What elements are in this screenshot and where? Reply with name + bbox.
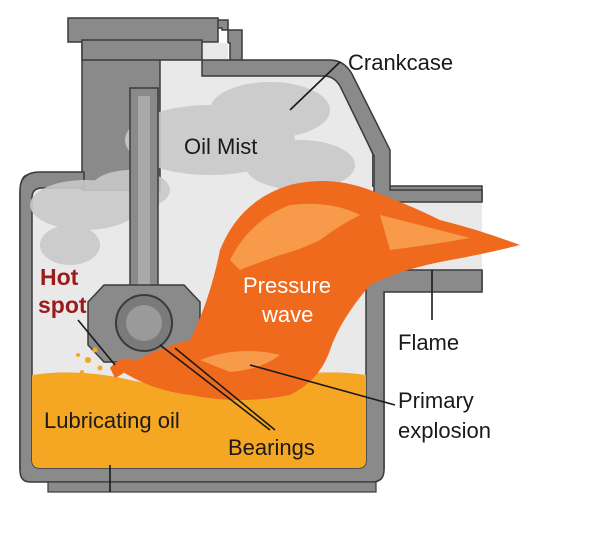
label-hot-spot-line2: spot <box>38 292 87 318</box>
label-lubricating-oil: Lubricating oil <box>44 408 180 433</box>
flame-pressure-wave <box>110 181 520 400</box>
connecting-rod <box>87 87 201 363</box>
crankcase-top-cap-head <box>67 17 219 43</box>
bearing-inner <box>126 305 162 341</box>
hot-spot-sparks <box>76 347 103 374</box>
label-pressure-wave-line2: wave <box>261 302 313 327</box>
label-hot-spot-line1: Hot <box>40 264 79 290</box>
crankcase-base <box>47 481 377 493</box>
label-primary-explosion-line1: Primary <box>398 388 474 413</box>
label-bearings: Bearings <box>228 435 315 460</box>
label-flame: Flame <box>398 330 459 355</box>
label-primary-explosion-line2: explosion <box>398 418 491 443</box>
bearings-leader-2 <box>174 347 276 431</box>
primary-explosion-leader <box>249 364 396 406</box>
hot-spot-leader <box>77 319 116 366</box>
label-oil-mist: Oil Mist <box>184 134 257 159</box>
label-crankcase: Crankcase <box>348 50 453 75</box>
bearings-leader <box>159 344 271 431</box>
crankcase-leader <box>289 61 341 111</box>
label-pressure-wave-line1: Pressure <box>243 273 331 298</box>
crankcase-top-cap-neck <box>81 39 203 61</box>
